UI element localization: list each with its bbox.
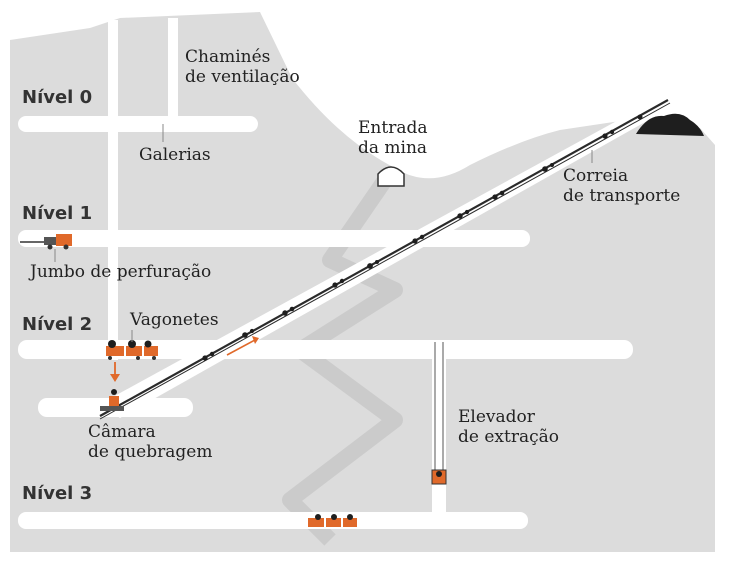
ore-on-belt xyxy=(202,114,643,361)
chimneys-label-line2: de ventilação xyxy=(185,67,300,87)
conveyor-arrow-head xyxy=(252,336,259,344)
conveyor-label-line2: de transporte xyxy=(563,186,681,206)
crusher-label-line2: de quebragem xyxy=(88,442,213,462)
elevator-shaft xyxy=(432,342,446,514)
conveyor-label-line1: Correia xyxy=(563,166,629,186)
elevator-ore xyxy=(436,471,442,477)
conveyor-arrow xyxy=(226,339,256,356)
elevator-label-line1: Elevador xyxy=(458,407,535,427)
conveyor-tunnel xyxy=(100,100,670,418)
level-1-label: Nível 1 xyxy=(22,203,93,224)
jumbo-drill xyxy=(20,234,72,250)
chimneys-label-line1: Chaminés xyxy=(185,47,271,67)
level-0-label: Nível 0 xyxy=(22,87,93,108)
level-2-label: Nível 2 xyxy=(22,314,93,335)
entrance-label-line2: da mina xyxy=(358,138,428,158)
wagons-level-2 xyxy=(106,340,158,360)
mine-entrance-portal xyxy=(377,166,405,187)
level-3-label: Nível 3 xyxy=(22,483,93,504)
wagons-label: Vagonetes xyxy=(130,310,219,330)
jumbo-label: Jumbo de perfuração xyxy=(30,262,212,282)
ore-pile xyxy=(636,113,704,136)
gallery-level-2 xyxy=(18,340,633,359)
ventilation-chimney-right xyxy=(168,18,178,118)
crusher-label-line1: Câmara xyxy=(88,422,156,442)
crusher xyxy=(100,389,124,411)
conveyor-belt-return xyxy=(99,102,671,420)
gallery-level-1 xyxy=(18,230,530,247)
conveyor-belt xyxy=(99,99,669,417)
ventilation-chimney-left xyxy=(108,20,118,360)
elevator-label-line2: de extração xyxy=(458,427,559,447)
dump-arrow-head xyxy=(110,374,120,382)
wagons-level-3 xyxy=(308,514,357,527)
gallery-level-0 xyxy=(18,116,258,132)
gallery-level-3 xyxy=(18,512,528,529)
galleries-label: Galerias xyxy=(139,145,211,165)
entrance-label-line1: Entrada xyxy=(358,118,428,138)
